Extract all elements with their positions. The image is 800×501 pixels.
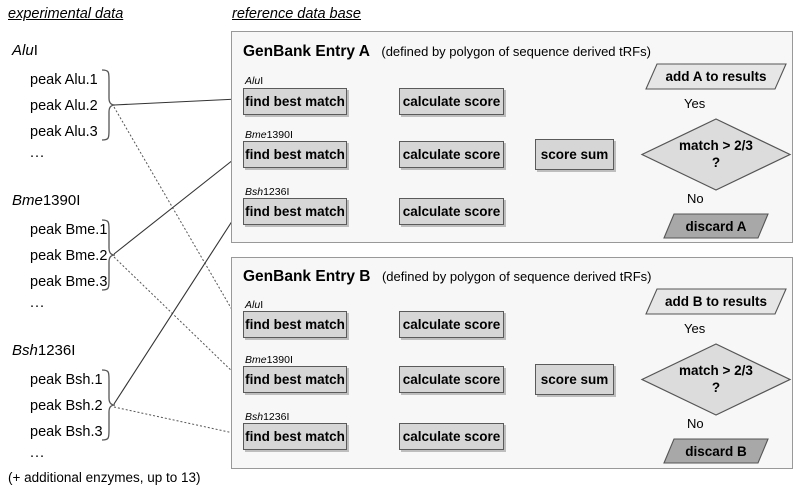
peak-item: peak Bme.1 <box>30 222 108 238</box>
row-enzyme-label: Bsh1236I <box>245 186 289 198</box>
peak-ellipsis: ... <box>30 295 46 311</box>
peak-item: peak Alu.3 <box>30 124 98 140</box>
parallelogram-shape-icon <box>645 288 787 315</box>
diamond-shape-icon <box>640 343 792 416</box>
add-to-results-node-a[interactable]: add A to results <box>645 63 787 90</box>
peak-ellipsis: ... <box>30 145 46 161</box>
row-enzyme-label: Bsh1236I <box>245 411 289 423</box>
decision-text-line1: match > 2/3 <box>679 138 753 153</box>
parallelogram-shape-icon <box>645 63 787 90</box>
decision-diamond-b[interactable]: match > 2/3 ? <box>640 343 792 416</box>
enzyme-group-label-alu: AluI <box>12 42 38 59</box>
enzyme-group-label-bme: Bme1390I <box>12 192 80 209</box>
peak-item: peak Alu.2 <box>30 98 98 114</box>
peak-item: peak Bme.2 <box>30 248 108 264</box>
find-best-match-button[interactable]: find best match <box>243 141 347 168</box>
entry-b-subtitle: (defined by polygon of sequence derived … <box>381 269 652 284</box>
peak-item: peak Bsh.1 <box>30 372 103 388</box>
calculate-score-button[interactable]: calculate score <box>399 88 504 115</box>
additional-enzymes-note: (+ additional enzymes, up to 13) <box>8 470 201 485</box>
row-enzyme-roman: 1236I <box>263 411 290 423</box>
find-best-match-button[interactable]: find best match <box>243 423 347 450</box>
calculate-score-button[interactable]: calculate score <box>399 141 504 168</box>
entry-a-title: GenBank Entry A <box>243 43 370 60</box>
row-enzyme-roman: 1390I <box>266 129 293 141</box>
brace-bsh-icon <box>101 369 116 441</box>
row-enzyme-label: AluI <box>245 75 263 87</box>
calculate-score-button[interactable]: calculate score <box>399 366 504 393</box>
entry-b-title: GenBank Entry B <box>243 268 371 285</box>
decision-text-line2: ? <box>711 155 721 170</box>
branch-label-yes: Yes <box>684 321 706 336</box>
find-best-match-button[interactable]: find best match <box>243 198 347 225</box>
row-enzyme-label: Bme1390I <box>245 129 293 141</box>
branch-label-no: No <box>687 191 704 206</box>
find-best-match-button[interactable]: find best match <box>243 88 347 115</box>
parallelogram-shape-icon <box>663 438 769 464</box>
decision-text-line2: ? <box>711 380 721 395</box>
link-alu-to-entryA <box>113 96 240 106</box>
enzyme-roman-alu: I <box>33 42 38 59</box>
row-enzyme-italic: Bsh <box>245 411 264 423</box>
row-enzyme-italic: Bme <box>245 354 267 366</box>
score-sum-box[interactable]: score sum <box>535 139 614 170</box>
heading-experimental-data: experimental data <box>8 6 124 22</box>
enzyme-group-label-bsh: Bsh1236I <box>12 342 75 359</box>
peak-item: peak Alu.1 <box>30 72 98 88</box>
genbank-entry-a-header: GenBank Entry A (defined by polygon of s… <box>243 43 651 61</box>
discard-label: discard A <box>685 218 747 234</box>
brace-alu-icon <box>101 69 116 141</box>
row-enzyme-italic: Alu <box>245 75 261 87</box>
branch-label-yes: Yes <box>684 96 706 111</box>
link-bme-to-entryA <box>113 155 239 255</box>
peak-item: peak Bsh.2 <box>30 398 103 414</box>
row-enzyme-label: Bme1390I <box>245 354 293 366</box>
calculate-score-button[interactable]: calculate score <box>399 311 504 338</box>
discard-node-a[interactable]: discard A <box>663 213 769 239</box>
heading-reference-database: reference data base <box>232 6 361 22</box>
calculate-score-button[interactable]: calculate score <box>399 198 504 225</box>
row-enzyme-italic: Bsh <box>245 186 264 198</box>
discard-node-b[interactable]: discard B <box>663 438 769 464</box>
diamond-shape-icon <box>640 118 792 191</box>
add-to-results-label: add B to results <box>664 294 767 309</box>
find-best-match-button[interactable]: find best match <box>243 366 347 393</box>
row-enzyme-label: AluI <box>245 299 263 311</box>
enzyme-italic-bme: Bme <box>12 192 43 209</box>
branch-label-no: No <box>687 416 704 431</box>
decision-diamond-a[interactable]: match > 2/3 ? <box>640 118 792 191</box>
row-enzyme-roman: I <box>260 75 264 87</box>
link-bme-to-entryB <box>113 256 239 378</box>
enzyme-roman-bme: 1390I <box>42 192 81 209</box>
peak-item: peak Bsh.3 <box>30 424 103 440</box>
decision-text-line1: match > 2/3 <box>679 363 753 378</box>
brace-bme-icon <box>101 219 116 291</box>
link-bsh-to-entryA <box>113 211 239 405</box>
genbank-entry-b-header: GenBank Entry B (defined by polygon of s… <box>243 268 651 286</box>
discard-label: discard B <box>685 443 747 459</box>
entry-a-subtitle: (defined by polygon of sequence derived … <box>381 44 651 59</box>
add-to-results-node-b[interactable]: add B to results <box>645 288 787 315</box>
row-enzyme-italic: Alu <box>245 299 261 311</box>
calculate-score-button[interactable]: calculate score <box>399 423 504 450</box>
enzyme-italic-bsh: Bsh <box>12 342 38 359</box>
row-enzyme-roman: I <box>260 299 264 311</box>
row-enzyme-italic: Bme <box>245 129 267 141</box>
enzyme-roman-bsh: 1236I <box>37 342 76 359</box>
row-enzyme-roman: 1236I <box>263 186 290 198</box>
enzyme-italic-alu: Alu <box>12 42 34 59</box>
link-bsh-to-entryB <box>113 406 239 436</box>
score-sum-box[interactable]: score sum <box>535 364 614 395</box>
row-enzyme-roman: 1390I <box>266 354 293 366</box>
find-best-match-button[interactable]: find best match <box>243 311 347 338</box>
peak-item: peak Bme.3 <box>30 274 108 290</box>
parallelogram-shape-icon <box>663 213 769 239</box>
peak-ellipsis: ... <box>30 445 46 461</box>
add-to-results-label: add A to results <box>665 69 767 84</box>
link-alu-to-entryB <box>113 106 239 321</box>
